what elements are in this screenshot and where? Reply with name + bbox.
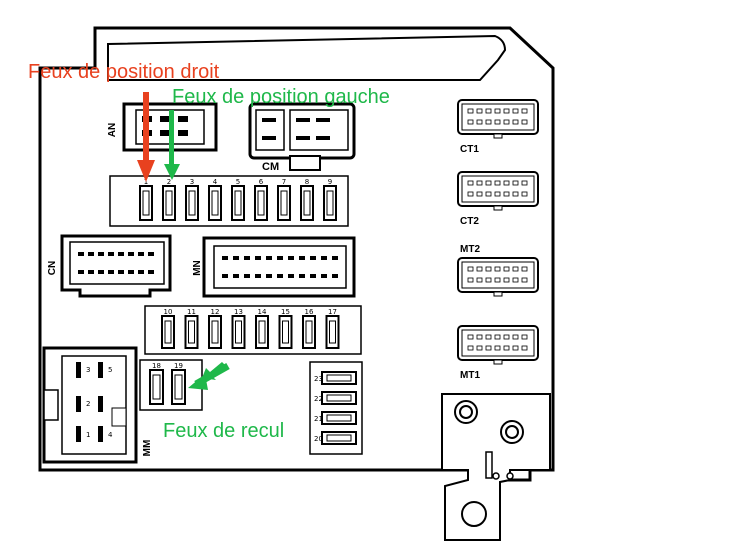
fuse-number: 15	[281, 308, 290, 316]
connector-ct2-label: CT2	[460, 216, 479, 227]
connector-mt1: MT1	[457, 325, 539, 381]
connector-cn-label: CN	[47, 261, 58, 275]
connector-ct2: CT2	[457, 171, 539, 227]
connector-cm: CM	[248, 102, 356, 173]
fuse: 6	[254, 178, 268, 221]
relay-pin-label: 5	[108, 366, 112, 374]
connector-an-label: AN	[107, 123, 118, 137]
fuse: 19	[171, 362, 186, 405]
housing-handle-slot	[107, 34, 507, 81]
fuse-number: 6	[259, 178, 264, 186]
connector-cn: CN	[47, 234, 172, 298]
fuse-number: 16	[305, 308, 314, 316]
fuse-row-middle: 10 11 12 13 14 15 16 17	[144, 305, 362, 355]
connector-mn-label: MN	[192, 260, 203, 276]
fuse-pair-mm: 18 19 MM	[139, 359, 203, 457]
fuse: 15	[278, 308, 293, 349]
connector-mm-label: MM	[142, 440, 153, 457]
fuse: 22	[314, 391, 357, 405]
relay-pin-label: 2	[86, 400, 90, 408]
relay-pin-label: 1	[86, 431, 90, 439]
fuse: 2	[162, 178, 176, 221]
fuse-number: 10	[164, 308, 173, 316]
fuse: 11	[184, 308, 199, 349]
fuse-number: 7	[282, 178, 286, 186]
fuse-number: 13	[234, 308, 243, 316]
fuse-number: 11	[187, 308, 196, 316]
fuse: 4	[208, 178, 222, 221]
relay-pin-label: 3	[86, 366, 90, 374]
terminal-plate	[441, 393, 551, 541]
fuse-number: 3	[190, 178, 194, 186]
connector-mt1-label: MT1	[460, 370, 480, 381]
annotation-left-position: Feux de position gauche	[172, 86, 390, 108]
fuse-number: 23	[314, 375, 323, 383]
annotation-right-position: Feux de position droit	[28, 61, 220, 83]
fuse: 10	[161, 308, 175, 349]
fuse: 21	[314, 411, 357, 425]
fuse-number: 19	[174, 362, 183, 370]
connector-cm-label: CM	[262, 161, 279, 173]
fuse-number: 2	[167, 178, 171, 186]
fuse-number: 9	[328, 178, 332, 186]
fuse-number: 5	[236, 178, 240, 186]
fuse-number: 12	[211, 308, 220, 316]
connector-an: AN	[107, 102, 218, 152]
fuse-number: 18	[152, 362, 161, 370]
fuse: 18	[149, 362, 164, 405]
fuse-number: 17	[328, 308, 337, 316]
connector-mt2: MT2	[457, 244, 539, 297]
fuse: 20	[314, 431, 357, 445]
fuse: 3	[185, 178, 199, 221]
fuse-number: 4	[213, 178, 218, 186]
connector-ct1: CT1	[457, 99, 539, 155]
fuse: 13	[231, 308, 246, 349]
fuse: 9	[323, 178, 337, 221]
arrow-right-position	[137, 92, 155, 182]
fuse: 7	[277, 178, 291, 221]
annotation-reverse: Feux de recul	[163, 420, 284, 442]
fuse: 5	[231, 178, 245, 221]
relay-block: 3 5 2 1 4	[42, 346, 138, 464]
fuse: 12	[208, 308, 222, 349]
fuse-column-right: 23 22 21 20	[309, 361, 363, 455]
fuse-number: 8	[305, 178, 309, 186]
fuse: 8	[300, 178, 314, 221]
fuse-number: 14	[258, 308, 267, 316]
fuse: 23	[314, 371, 357, 385]
relay-pin-label: 4	[108, 431, 113, 439]
fuse: 14	[255, 308, 269, 349]
fuse-number: 21	[314, 415, 323, 423]
connector-mt2-label: MT2	[460, 244, 480, 255]
arrow-left-position	[164, 110, 180, 180]
fuse-number: 20	[314, 435, 323, 443]
connector-ct1-label: CT1	[460, 144, 479, 155]
fuse-row-top: 123456789	[109, 175, 349, 227]
arrow-reverse	[188, 362, 230, 390]
fuse-number: 22	[314, 395, 323, 403]
connector-mn: MN	[192, 236, 356, 298]
fuse: 16	[302, 308, 316, 349]
fuse: 17	[325, 308, 340, 349]
